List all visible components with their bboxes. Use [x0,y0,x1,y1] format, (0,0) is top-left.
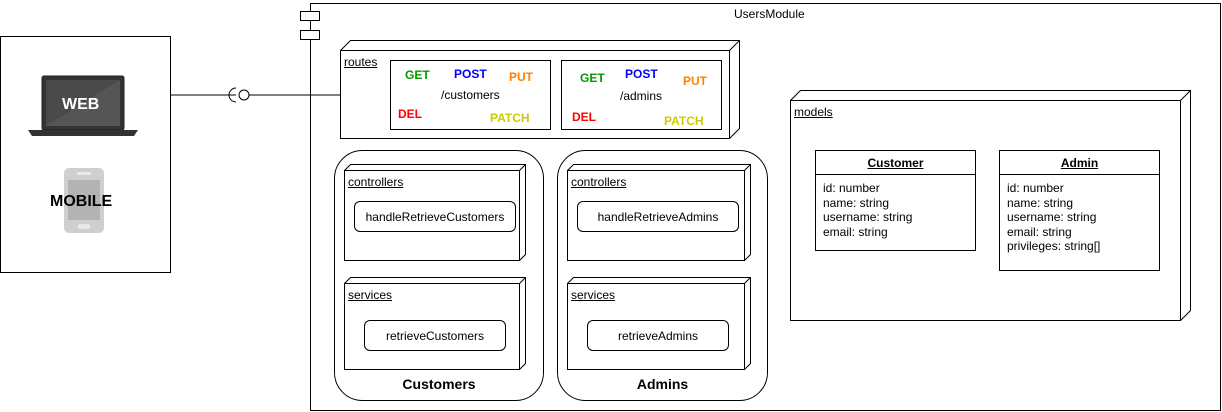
handle-retrieve-customers-function: handleRetrieveCustomers [354,201,516,232]
customers-group-title: Customers [402,376,476,392]
customers-del-method: DEL [398,107,422,121]
module-title: UsersModule [734,7,805,21]
customer-class-name: Customer [816,151,975,175]
customer-attribute: email: string [823,224,888,239]
admins-route-path: /admins [620,89,663,103]
customers-post-method: POST [454,67,487,81]
customer-attribute: name: string [823,195,890,210]
retrieve-customers-function: retrieveCustomers [364,320,506,351]
admins-services-label: services [571,288,616,302]
admins-get-method: GET [580,71,605,85]
customer-attribute: username: string [823,210,913,224]
admin-model-class: Admin id: number name: string username: … [999,150,1160,271]
customers-controllers-label: controllers [348,175,404,189]
phone-icon [64,168,104,233]
users-module-frame [300,3,1221,411]
admin-attribute: username: string [1007,210,1097,224]
customer-attributes: id: number name: string username: string… [816,175,975,239]
customers-patch-method: PATCH [490,111,530,125]
admin-attributes: id: number name: string username: string… [1000,175,1159,254]
customers-route-box [390,60,551,130]
interface-connector [170,87,341,103]
customers-services-label: services [348,288,393,302]
admins-patch-method: PATCH [664,114,704,128]
admin-class-name: Admin [1000,151,1159,175]
customers-route-path: /customers [441,88,500,102]
admins-controllers-label: controllers [571,175,627,189]
customers-put-method: PUT [509,70,533,84]
admin-attribute: privileges: string[] [1007,239,1101,253]
admins-route-box [561,60,722,130]
clients-box [0,36,171,273]
retrieve-admins-function: retrieveAdmins [587,320,729,351]
customer-attribute: id: number [823,181,880,195]
admin-attribute: email: string [1007,224,1072,239]
customers-get-method: GET [405,68,430,82]
laptop-icon [28,75,138,136]
routes-label: routes [344,55,378,69]
admins-group-title: Admins [636,376,689,392]
admins-put-method: PUT [683,74,707,88]
admins-del-method: DEL [572,110,596,124]
customer-model-class: Customer id: number name: string usernam… [815,150,976,251]
admin-attribute: name: string [1007,195,1074,210]
web-client-label: WEB [62,96,100,113]
mobile-client-label: MOBILE [50,193,113,210]
handle-retrieve-admins-function: handleRetrieveAdmins [577,201,739,232]
admins-post-method: POST [625,67,658,81]
admin-attribute: id: number [1007,181,1064,195]
models-label: models [794,105,833,119]
